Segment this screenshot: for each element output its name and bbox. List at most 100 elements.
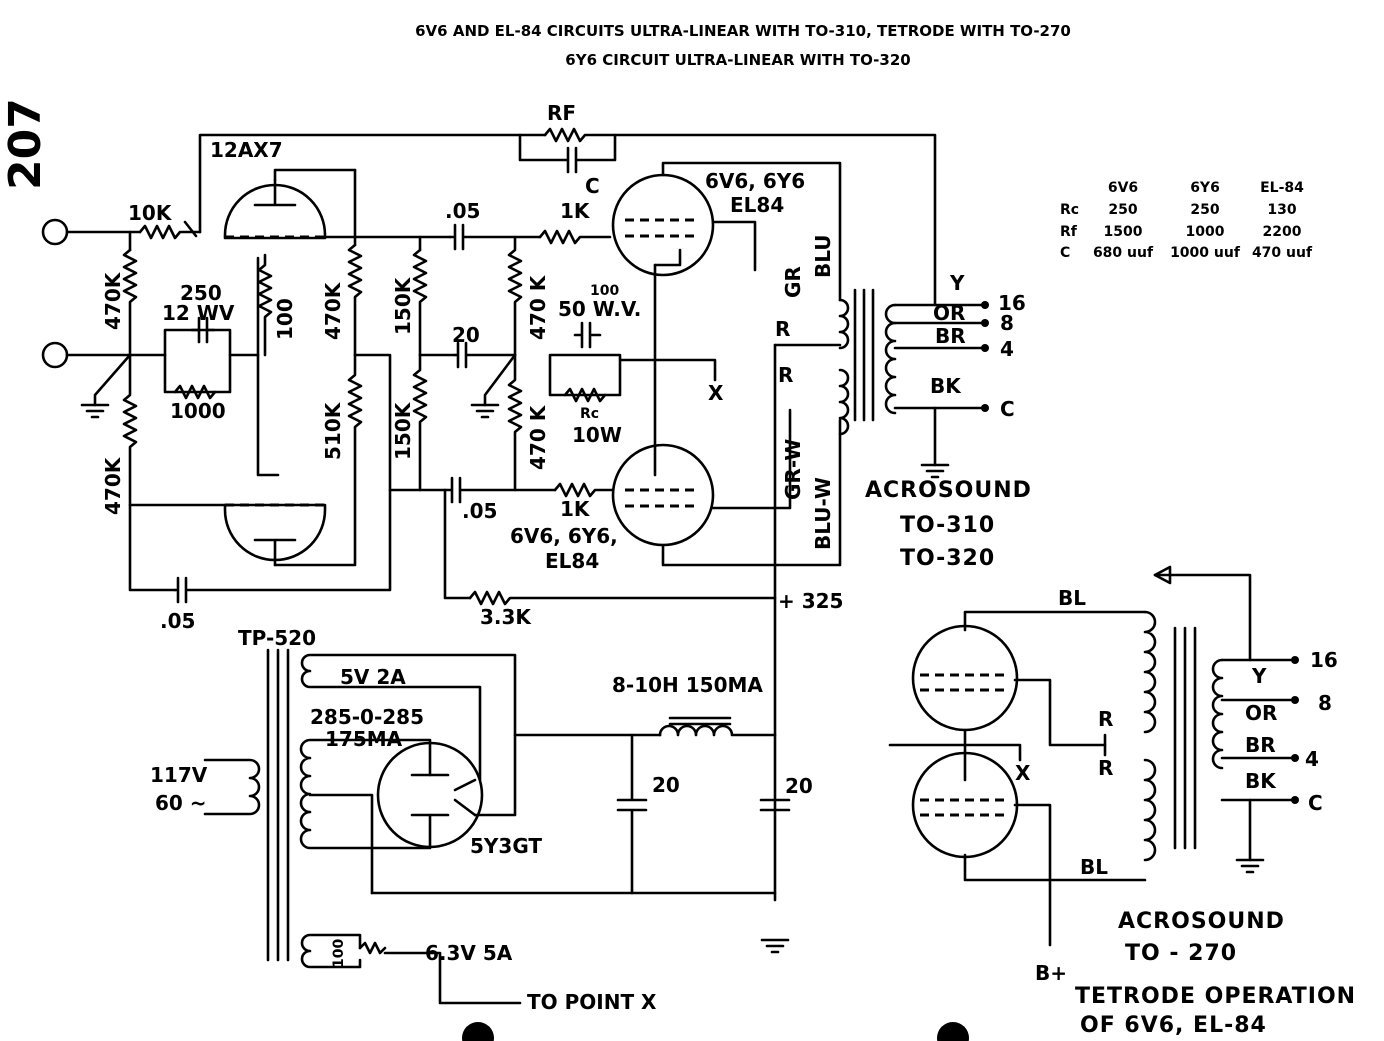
label-tube-top2: EL84 xyxy=(730,193,784,217)
label-gr-w: GR-W xyxy=(781,439,805,500)
label-to310: TO-310 xyxy=(900,513,995,538)
table-cell: 130 xyxy=(1267,202,1296,218)
label-4: 4 xyxy=(1000,337,1014,361)
label-c-tap: C xyxy=(1308,791,1323,815)
label-4: 4 xyxy=(1305,747,1319,771)
resistor-100 xyxy=(257,253,273,357)
label-05: .05 xyxy=(160,609,195,633)
label-r: R xyxy=(778,363,793,387)
label-05: .05 xyxy=(462,499,497,523)
label-rc: Rc xyxy=(580,406,599,422)
table-cell: 470 uuf xyxy=(1252,245,1313,261)
label-choke: 8-10H 150MA xyxy=(612,673,763,697)
label-to320: TO-320 xyxy=(900,546,995,571)
label-20: 20 xyxy=(652,773,680,797)
ground-symbol xyxy=(1235,858,1265,874)
label-bk: BK xyxy=(1245,769,1277,793)
label-blu: BLU xyxy=(811,234,835,278)
label-8: 8 xyxy=(1000,311,1014,335)
label-285: 285-0-285 xyxy=(310,705,424,729)
label-or: OR xyxy=(933,301,965,325)
tube-12ax7-bottom xyxy=(223,503,327,562)
power-supply xyxy=(203,648,791,1005)
label-x: X xyxy=(1015,761,1031,785)
label-250: 250 xyxy=(180,281,222,305)
resistor-510k xyxy=(273,353,363,567)
label-100: 100 xyxy=(590,283,619,299)
label-12wv: 12 WV xyxy=(162,301,235,325)
label-bplus: B+ xyxy=(1035,961,1067,985)
tube-output-bottom xyxy=(611,443,715,547)
label-10w: 10W xyxy=(572,423,622,447)
label-60hz: 60 ~ xyxy=(155,791,207,815)
label-5v2a: 5V 2A xyxy=(340,665,406,689)
label-1k: 1K xyxy=(560,199,591,223)
label-or: OR xyxy=(1245,701,1277,725)
label-tube-bot: 6V6, 6Y6, xyxy=(510,524,618,548)
heater-winding xyxy=(300,933,362,969)
label-c: C xyxy=(585,174,600,198)
tube-5y3gt xyxy=(376,741,484,849)
label-r: R xyxy=(775,317,790,341)
label-tube-bot2: EL84 xyxy=(545,549,599,573)
label-1k: 1K xyxy=(560,497,591,521)
label-8: 8 xyxy=(1318,691,1332,715)
table-cell: 250 xyxy=(1108,202,1137,218)
ground-symbol xyxy=(920,463,950,479)
label-6-3v: 6.3V 5A xyxy=(425,941,513,965)
label-bk: BK xyxy=(930,374,962,398)
label-470k: 470 K xyxy=(526,274,550,340)
table-cell: 1000 uuf xyxy=(1170,245,1241,261)
resistor-470k-grid xyxy=(507,235,523,357)
resistor-10k xyxy=(138,224,202,240)
header-line1: 6V6 AND EL-84 CIRCUITS ULTRA-LINEAR WITH… xyxy=(415,22,1071,40)
label-20: 20 xyxy=(785,774,813,798)
label-to-point-x: TO POINT X xyxy=(527,990,657,1014)
label-20: 20 xyxy=(452,323,480,347)
label-bl: BL xyxy=(1058,586,1086,610)
label-acrosound: ACROSOUND xyxy=(1118,909,1285,934)
ground-symbol xyxy=(80,403,110,419)
resistor-470k xyxy=(122,353,177,592)
label-rf: RF xyxy=(547,101,576,125)
mains-winding xyxy=(203,758,261,816)
label-tp520: TP-520 xyxy=(238,626,316,650)
input-terminal xyxy=(41,218,69,246)
label-blu-w: BLU-W xyxy=(811,477,835,550)
ground-symbol xyxy=(760,938,790,954)
label-175ma: 175MA xyxy=(325,727,403,751)
label-150k: 150K xyxy=(391,401,415,460)
label-bl: BL xyxy=(1080,855,1108,879)
transformer-primary xyxy=(838,298,850,350)
table-cell: 250 xyxy=(1190,202,1219,218)
label-10k: 10K xyxy=(128,201,173,225)
resistor-150k xyxy=(412,248,428,357)
table-col-6v6: 6V6 xyxy=(1108,180,1138,196)
label-b325: + 325 xyxy=(778,589,843,613)
resistor-470k-grid xyxy=(507,353,523,492)
label-x: X xyxy=(708,381,724,405)
component-table: 6V6 6Y6 EL-84 Rc 250 250 130 Rf 1500 100… xyxy=(1060,180,1313,261)
resistor-1k xyxy=(553,482,614,498)
table-cell: 1500 xyxy=(1104,224,1143,240)
punch-hole xyxy=(462,1022,494,1041)
ground-symbol xyxy=(470,403,500,419)
label-tetrode-1: TETRODE OPERATION xyxy=(1075,984,1356,1009)
tetrode-circuit xyxy=(888,565,1299,947)
transformer-primary xyxy=(838,368,850,436)
table-col-el84: EL-84 xyxy=(1260,180,1304,196)
resistor-100-heater xyxy=(358,941,522,1005)
transformer-secondary xyxy=(884,303,897,415)
punch-hole xyxy=(937,1022,969,1041)
resistor-3-3k xyxy=(468,590,777,606)
label-12ax7: 12AX7 xyxy=(210,138,283,162)
label-05: .05 xyxy=(445,199,480,223)
label-150k: 150K xyxy=(391,276,415,335)
amplifier-circuit xyxy=(41,127,989,902)
label-16: 16 xyxy=(1310,648,1338,672)
label-acrosound: ACROSOUND xyxy=(865,478,1032,503)
label-470k: 470K xyxy=(101,456,125,515)
label-470k: 470K xyxy=(101,271,125,330)
transformer-primary xyxy=(1143,758,1157,862)
resistor-470k xyxy=(122,248,138,357)
